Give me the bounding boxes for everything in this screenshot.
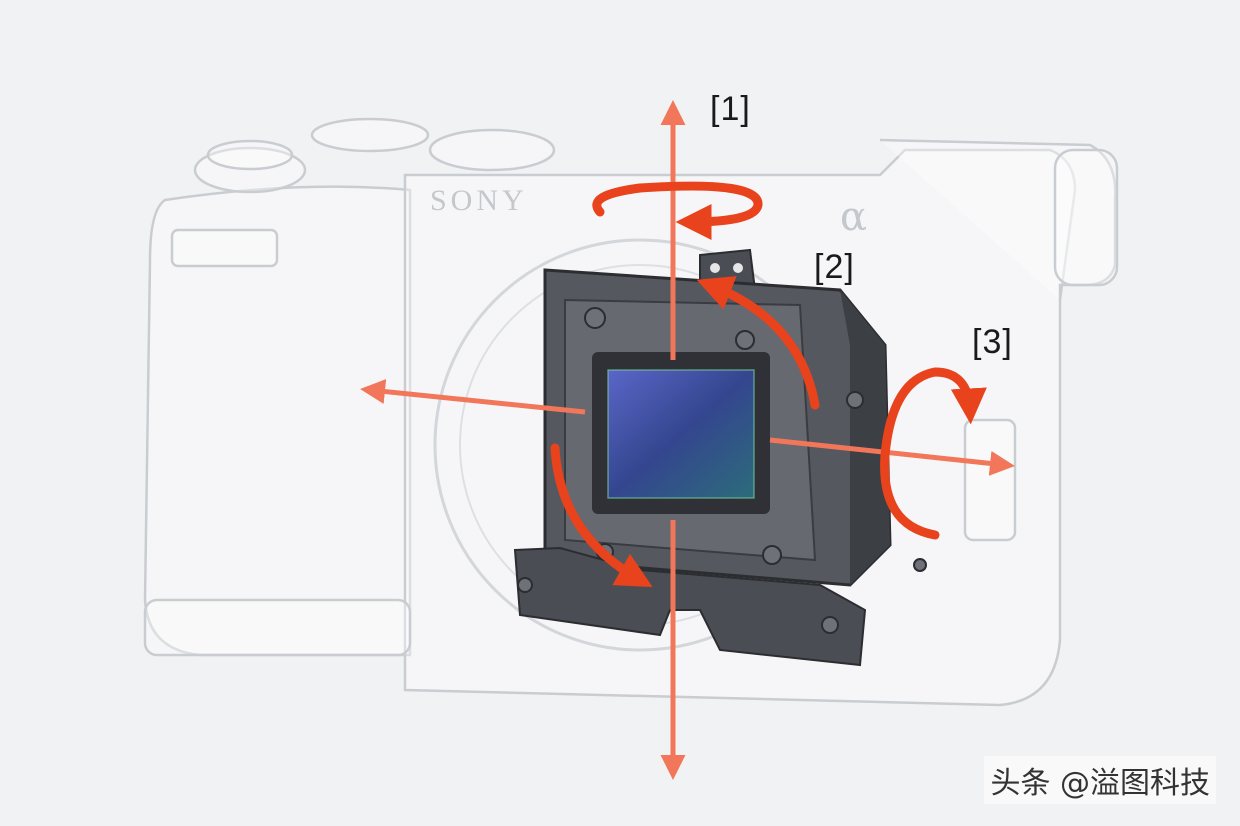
screw xyxy=(762,545,782,565)
screw xyxy=(733,263,743,273)
grip-texture xyxy=(170,228,279,268)
axis-label-1: [1] xyxy=(710,90,751,128)
side-port-door xyxy=(963,418,1017,542)
watermark-text: 头条 @溢图科技 xyxy=(984,756,1216,804)
rotation-arrows xyxy=(550,181,987,588)
axis-label-3: [3] xyxy=(972,323,1013,361)
ibis-unit xyxy=(513,248,927,667)
yaw-rotation-arrow xyxy=(592,181,763,240)
screw xyxy=(735,330,755,350)
shutter-dial xyxy=(310,117,430,153)
screw xyxy=(821,616,839,634)
roll-rotation-arrow-bottom xyxy=(550,443,653,588)
brand-text: SONY xyxy=(430,184,528,217)
screw xyxy=(710,263,720,273)
camera-branding: SONY α xyxy=(430,184,867,240)
screw xyxy=(517,577,533,593)
camera-grip xyxy=(143,185,412,657)
axis-label-2: [2] xyxy=(814,248,855,286)
sensor-glass xyxy=(608,370,754,498)
sensor-glass-edge xyxy=(607,369,755,499)
screw xyxy=(584,307,606,329)
pitch-rotation-arrow xyxy=(880,367,987,540)
mode-dial-top xyxy=(206,139,294,171)
control-dial xyxy=(428,128,556,172)
model-mark: α xyxy=(840,194,867,240)
bottom-plate xyxy=(143,598,412,657)
screw xyxy=(913,558,927,572)
viewfinder-eyecup xyxy=(1053,148,1119,287)
screw xyxy=(846,391,864,409)
horizontal-axis-left xyxy=(360,379,586,415)
roll-rotation-arrow-top xyxy=(696,276,820,410)
ibis-right-side xyxy=(840,290,890,585)
